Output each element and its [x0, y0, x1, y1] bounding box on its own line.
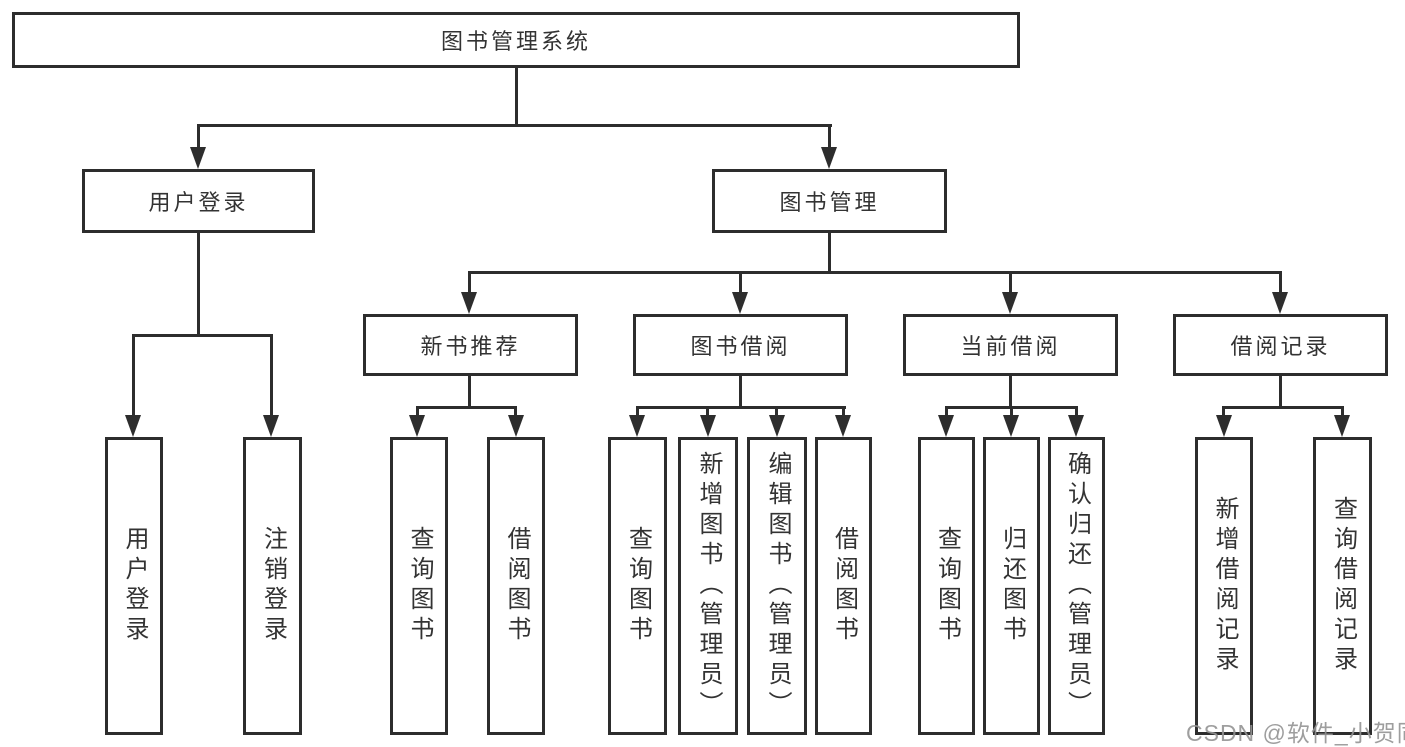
node-root: 图书管理系统	[12, 12, 1020, 68]
node-user-login-label: 用户登录	[148, 190, 249, 215]
connector-line	[842, 406, 845, 417]
arrow-down-icon	[732, 292, 748, 314]
arrow-down-icon	[190, 147, 206, 169]
leaf-query-books-borrow: 查询图书	[608, 437, 667, 735]
connector-line	[514, 406, 517, 417]
connector-line	[1222, 406, 1344, 409]
arrow-down-icon	[1216, 415, 1232, 437]
connector-line	[132, 334, 273, 337]
arrow-down-icon	[409, 415, 425, 437]
connector-line	[1075, 406, 1078, 417]
arrow-down-icon	[835, 415, 851, 437]
connector-line	[775, 406, 778, 417]
connector-line	[739, 374, 742, 409]
arrow-down-icon	[1002, 292, 1018, 314]
connector-line	[1279, 271, 1282, 294]
leaf-edit-book-admin-label: 编辑图书（管理员）	[764, 451, 791, 721]
leaf-borrow-books-recommend: 借阅图书	[487, 437, 545, 735]
connector-line	[1009, 374, 1012, 409]
leaf-query-books-current-label: 查询图书	[933, 526, 961, 646]
node-new-book-recommend-label: 新书推荐	[420, 334, 521, 359]
leaf-logout: 注销登录	[243, 437, 302, 735]
connector-line	[416, 406, 517, 409]
arrow-down-icon	[125, 415, 141, 437]
leaf-borrow-books: 借阅图书	[815, 437, 872, 735]
leaf-user-login-label: 用户登录	[121, 526, 148, 646]
leaf-query-books-current: 查询图书	[918, 437, 975, 735]
leaf-logout-label: 注销登录	[259, 526, 287, 646]
connector-line	[706, 406, 709, 417]
leaf-query-books-recommend: 查询图书	[390, 437, 448, 735]
leaf-query-borrow-record-label: 查询借阅记录	[1329, 496, 1357, 676]
connector-line	[197, 124, 832, 127]
leaf-user-login: 用户登录	[105, 437, 163, 735]
arrow-down-icon	[700, 415, 716, 437]
leaf-add-book-admin-label: 新增图书（管理员）	[695, 451, 722, 721]
connector-line	[515, 66, 518, 127]
connector-line	[416, 406, 419, 417]
node-book-management: 图书管理	[712, 169, 947, 233]
leaf-query-books-borrow-label: 查询图书	[624, 526, 652, 646]
leaf-confirm-return-admin: 确认归还（管理员）	[1048, 437, 1105, 735]
leaf-return-book-label: 归还图书	[998, 526, 1026, 646]
leaf-query-borrow-record: 查询借阅记录	[1313, 437, 1372, 735]
leaf-add-book-admin: 新增图书（管理员）	[678, 437, 738, 735]
connector-line	[739, 271, 742, 294]
leaf-query-books-recommend-label: 查询图书	[406, 526, 433, 646]
arrow-down-icon	[769, 415, 785, 437]
connector-line	[1341, 406, 1344, 417]
node-book-management-label: 图书管理	[779, 190, 880, 215]
connector-line	[636, 406, 639, 417]
connector-line	[636, 406, 846, 409]
connector-line	[197, 124, 200, 149]
leaf-borrow-books-label: 借阅图书	[830, 526, 858, 646]
connector-line	[197, 231, 200, 337]
arrow-down-icon	[821, 147, 837, 169]
connector-line	[468, 271, 1282, 274]
arrow-down-icon	[461, 292, 477, 314]
connector-line	[1009, 271, 1012, 294]
connector-line	[468, 271, 471, 294]
node-current-borrow: 当前借阅	[903, 314, 1118, 376]
connector-line	[1010, 406, 1013, 417]
node-user-login: 用户登录	[82, 169, 315, 233]
leaf-confirm-return-admin-label: 确认归还（管理员）	[1063, 451, 1091, 721]
node-borrow-records: 借阅记录	[1173, 314, 1388, 376]
leaf-borrow-books-recommend-label: 借阅图书	[503, 526, 530, 646]
node-root-label: 图书管理系统	[440, 29, 591, 54]
connector-line	[1279, 374, 1282, 409]
leaf-add-borrow-record-label: 新增借阅记录	[1211, 496, 1238, 676]
arrow-down-icon	[629, 415, 645, 437]
connector-line	[945, 406, 948, 417]
connector-line	[1222, 406, 1225, 417]
node-new-book-recommend: 新书推荐	[363, 314, 578, 376]
arrow-down-icon	[938, 415, 954, 437]
arrow-down-icon	[263, 415, 279, 437]
node-book-borrow-label: 图书借阅	[690, 334, 791, 359]
leaf-edit-book-admin: 编辑图书（管理员）	[747, 437, 807, 735]
arrow-down-icon	[1068, 415, 1084, 437]
connector-line	[828, 231, 831, 274]
node-borrow-records-label: 借阅记录	[1230, 334, 1331, 359]
leaf-return-book: 归还图书	[983, 437, 1040, 735]
node-current-borrow-label: 当前借阅	[960, 334, 1061, 359]
connector-line	[468, 374, 471, 409]
watermark-text: CSDN @软件_小贺同学	[1186, 720, 1405, 746]
connector-line	[270, 334, 273, 417]
arrow-down-icon	[508, 415, 524, 437]
arrow-down-icon	[1003, 415, 1019, 437]
connector-line	[828, 124, 831, 149]
node-book-borrow: 图书借阅	[633, 314, 848, 376]
leaf-add-borrow-record: 新增借阅记录	[1195, 437, 1253, 735]
arrow-down-icon	[1334, 415, 1350, 437]
arrow-down-icon	[1272, 292, 1288, 314]
connector-line	[132, 334, 135, 417]
